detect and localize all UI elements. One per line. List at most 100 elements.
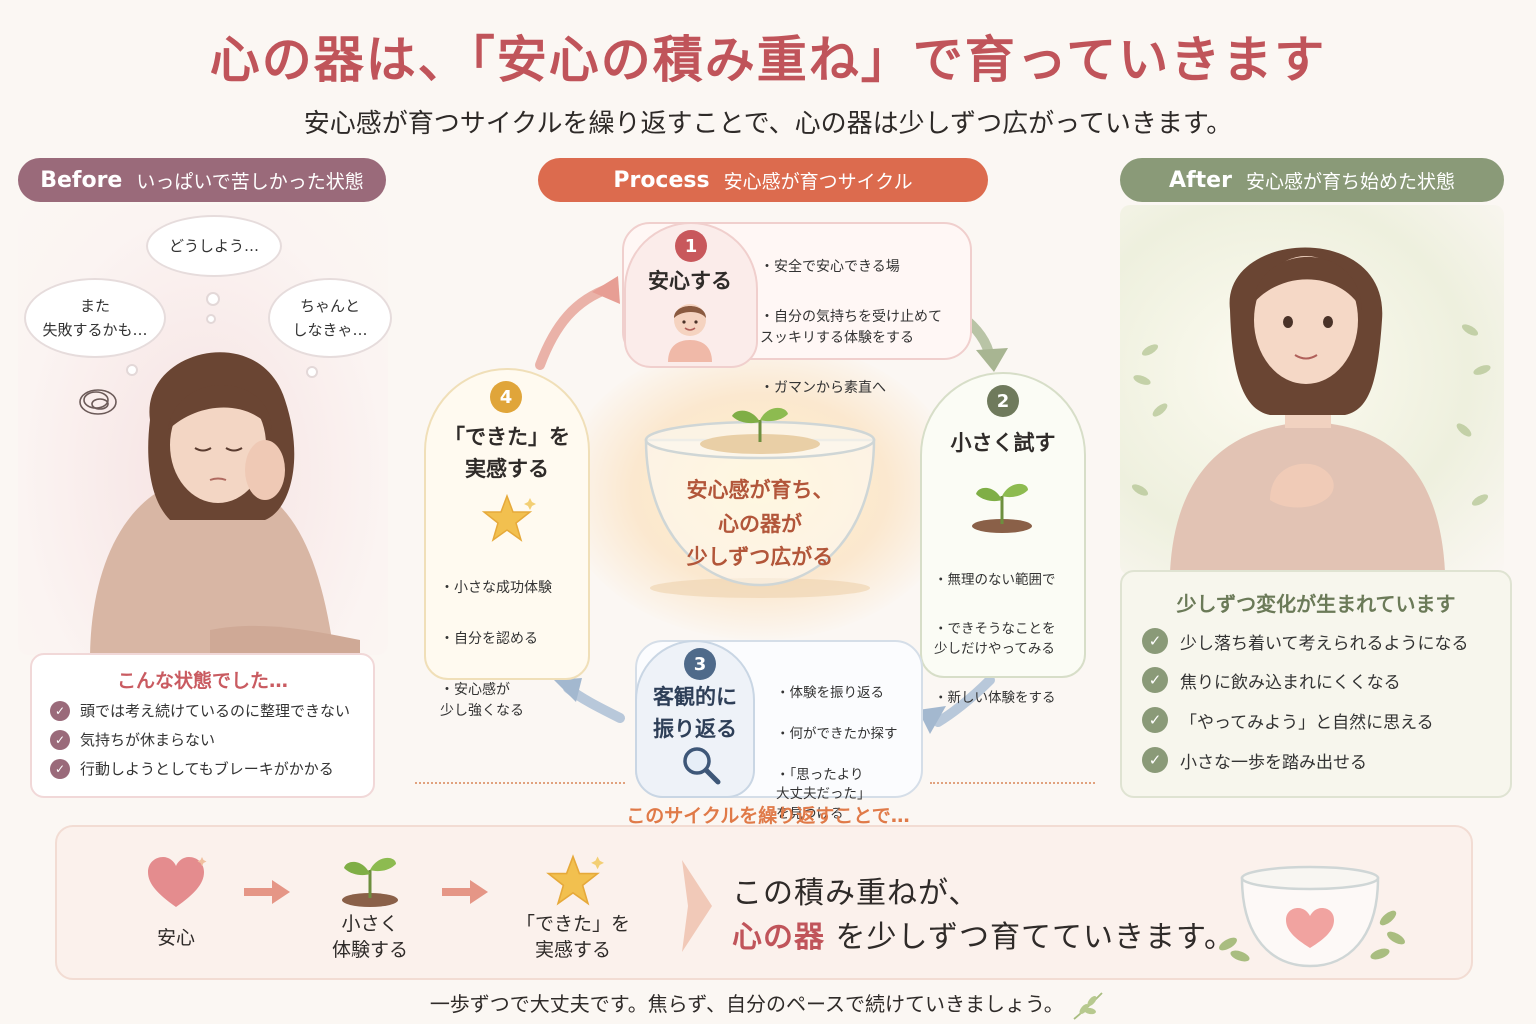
- step-4-bullet: ・安心感が 少し強くなる: [440, 682, 524, 719]
- check-icon: ✓: [1142, 667, 1168, 693]
- step-bullets-2: ・無理のない範囲で ・できそうなことを 少しだけやってみる ・新しい体験をする: [934, 550, 1084, 728]
- chevron-right-icon: [682, 860, 712, 952]
- before-pill: Before いっぱいで苦しかった状態: [18, 158, 386, 202]
- after-change-item: ✓ 「やってみよう」と自然に思える: [1142, 707, 1434, 733]
- after-pill-jp: 安心感が育ち始めた状態: [1245, 170, 1455, 193]
- thought-bubble-dot: [206, 314, 216, 324]
- divider-dots-left: [415, 782, 625, 784]
- boy-face-icon: [668, 304, 712, 362]
- process-pill: Process 安心感が育つサイクル: [538, 158, 988, 202]
- summary-highlight: 心の器: [732, 920, 825, 955]
- cycle-arrows: [535, 276, 1008, 734]
- after-change-item: ✓ 小さな一歩を踏み出せる: [1142, 747, 1367, 773]
- after-change-item-text: 小さな一歩を踏み出せる: [1180, 752, 1367, 773]
- after-change-item: ✓ 少し落ち着いて考えられるようになる: [1142, 628, 1469, 654]
- check-icon: ✓: [1142, 747, 1168, 773]
- summary-line-1: この積み重ねが、: [732, 876, 980, 911]
- repeat-text: このサイクルを繰り返すことで…: [626, 805, 910, 827]
- after-change-item-text: 「やってみよう」と自然に思える: [1180, 712, 1434, 733]
- thought-text-2: また 失敗するかも…: [42, 297, 148, 339]
- check-icon: ✓: [1142, 628, 1168, 654]
- step-4-bullet: ・小さな成功体験: [440, 580, 552, 596]
- step-title-2: 小さく試す: [950, 431, 1056, 455]
- sprout-icon: [342, 857, 398, 907]
- thought-cloud-1: どうしよう…: [146, 215, 282, 277]
- footer-message: 一歩ずつで大丈夫です。焦らず、自分のペースで続けていきましょう。: [0, 988, 1536, 1021]
- thought-bubble-dot: [306, 366, 318, 378]
- arrow-4-to-1: [535, 283, 615, 370]
- thought-text-1: どうしよう…: [168, 237, 259, 255]
- leaf-icon: [1131, 324, 1491, 506]
- leaf-icon: [1219, 910, 1405, 962]
- before-state-item: ✓ 行動しようとしてもブレーキがかかる: [50, 758, 334, 779]
- before-state-item-text: 頭では考え続けているのに整理できない: [80, 702, 351, 720]
- after-change-box: [1120, 570, 1512, 798]
- step-bullets-4: ・小さな成功体験 ・自分を認める ・安心感が 少し強くなる: [440, 557, 590, 743]
- step-3-bullet: ・何ができたか探す: [776, 725, 898, 742]
- scribble-icon: [79, 389, 117, 415]
- step-title-1: 安心する: [648, 269, 732, 293]
- bowl-icon: [644, 407, 876, 598]
- thought-cloud-2: また 失敗するかも…: [24, 278, 166, 358]
- summary-line-2-rest: を少しずつ育てていきます。: [835, 920, 1235, 955]
- step-title-3: 客観的に 振り返る: [653, 685, 737, 741]
- arrow-2-to-3: [933, 675, 995, 727]
- step-1-bullet: ・自分の気持ちを受け止めて スッキリする体験をする: [760, 309, 942, 346]
- thought-cloud-3: ちゃんと しなきゃ…: [268, 278, 392, 358]
- arrow-head-1-to-2: [976, 348, 1008, 372]
- before-state-item: ✓ 気持ちが休まらない: [50, 729, 215, 750]
- thought-bubble-dot: [126, 364, 138, 376]
- arrow-head-4-to-1: [592, 276, 620, 304]
- step-2-bullet: ・できそうなことを 少しだけやってみる: [934, 620, 1056, 657]
- calm-woman-illustration: [1131, 247, 1491, 572]
- step-3-bullet: ・「思ったより 大丈夫だった」 を見つける: [776, 766, 871, 822]
- leaf-sprig-icon: [1073, 991, 1103, 1020]
- step-number-4: 4: [490, 381, 522, 413]
- bowl-heart-icon: [1219, 865, 1405, 968]
- check-icon: ✓: [50, 758, 70, 779]
- heart-icon: [148, 857, 207, 907]
- flow-label-1: 安心: [156, 927, 195, 949]
- thought-text-3: ちゃんと しなきゃ…: [292, 297, 368, 339]
- process-pill-jp: 安心感が育つサイクル: [723, 170, 913, 193]
- step-bullets-1: ・安全で安心できる場 ・自分の気持ちを受け止めて スッキリする体験をする ・ガマ…: [760, 236, 970, 420]
- arrow-head-2-to-3: [918, 706, 946, 734]
- magnifier-icon: [683, 747, 721, 785]
- before-state-item-text: 気持ちが休まらない: [80, 731, 216, 749]
- flow-label-3: 「できた」を 実感する: [515, 913, 630, 961]
- before-state-title: こんな状態でした…: [116, 670, 288, 692]
- after-change-title: 少しずつ変化が生まれています: [1176, 592, 1456, 616]
- before-pill-jp: いっぱいで苦しかった状態: [136, 170, 364, 193]
- flow-arrow-icon: [244, 880, 290, 904]
- check-icon: ✓: [1142, 707, 1168, 733]
- divider-dots-right: [930, 782, 1095, 784]
- before-state-box: [30, 653, 375, 798]
- thought-bubble-dot: [206, 292, 220, 306]
- step-1-bullet: ・安全で安心できる場: [760, 259, 900, 275]
- step-2-bullet: ・新しい体験をする: [934, 689, 1056, 706]
- step-number-3: 3: [684, 648, 716, 680]
- check-icon: ✓: [50, 700, 70, 721]
- after-pill: After 安心感が育ち始めた状態: [1120, 158, 1504, 202]
- after-change-item-text: 焦りに飲み込まれにくくなる: [1180, 672, 1401, 693]
- after-change-item-text: 少し落ち着いて考えられるようになる: [1180, 633, 1469, 654]
- bowl-text: 安心感が育ち、 心の器が 少しずつ広がる: [686, 478, 834, 570]
- page-subtitle: 安心感が育つサイクルを繰り返すことで、心の器は少しずつ広がっていきます。: [303, 109, 1233, 139]
- before-pill-en: Before: [40, 167, 123, 193]
- star-icon: [546, 854, 604, 906]
- arrow-head-3-to-4: [554, 678, 582, 702]
- step-1-bullet: ・ガマンから素直へ: [760, 380, 886, 396]
- process-pill-en: Process: [613, 167, 710, 193]
- worried-woman-illustration: [79, 352, 360, 660]
- star-icon: [481, 493, 536, 542]
- flow-label-2: 小さく 体験する: [331, 913, 408, 961]
- sprout-icon: [972, 483, 1032, 533]
- step-3-bullet: ・体験を振り返る: [776, 684, 884, 701]
- check-icon: ✓: [50, 729, 70, 750]
- before-state-item: ✓ 頭では考え続けているのに整理できない: [50, 700, 350, 721]
- step-2-bullet: ・無理のない範囲で: [934, 572, 1056, 589]
- flow-arrow-icon: [442, 880, 488, 904]
- before-state-item-text: 行動しようとしてもブレーキがかかる: [80, 760, 334, 778]
- step-number-2: 2: [987, 385, 1019, 417]
- step-4-bullet: ・自分を認める: [440, 631, 538, 647]
